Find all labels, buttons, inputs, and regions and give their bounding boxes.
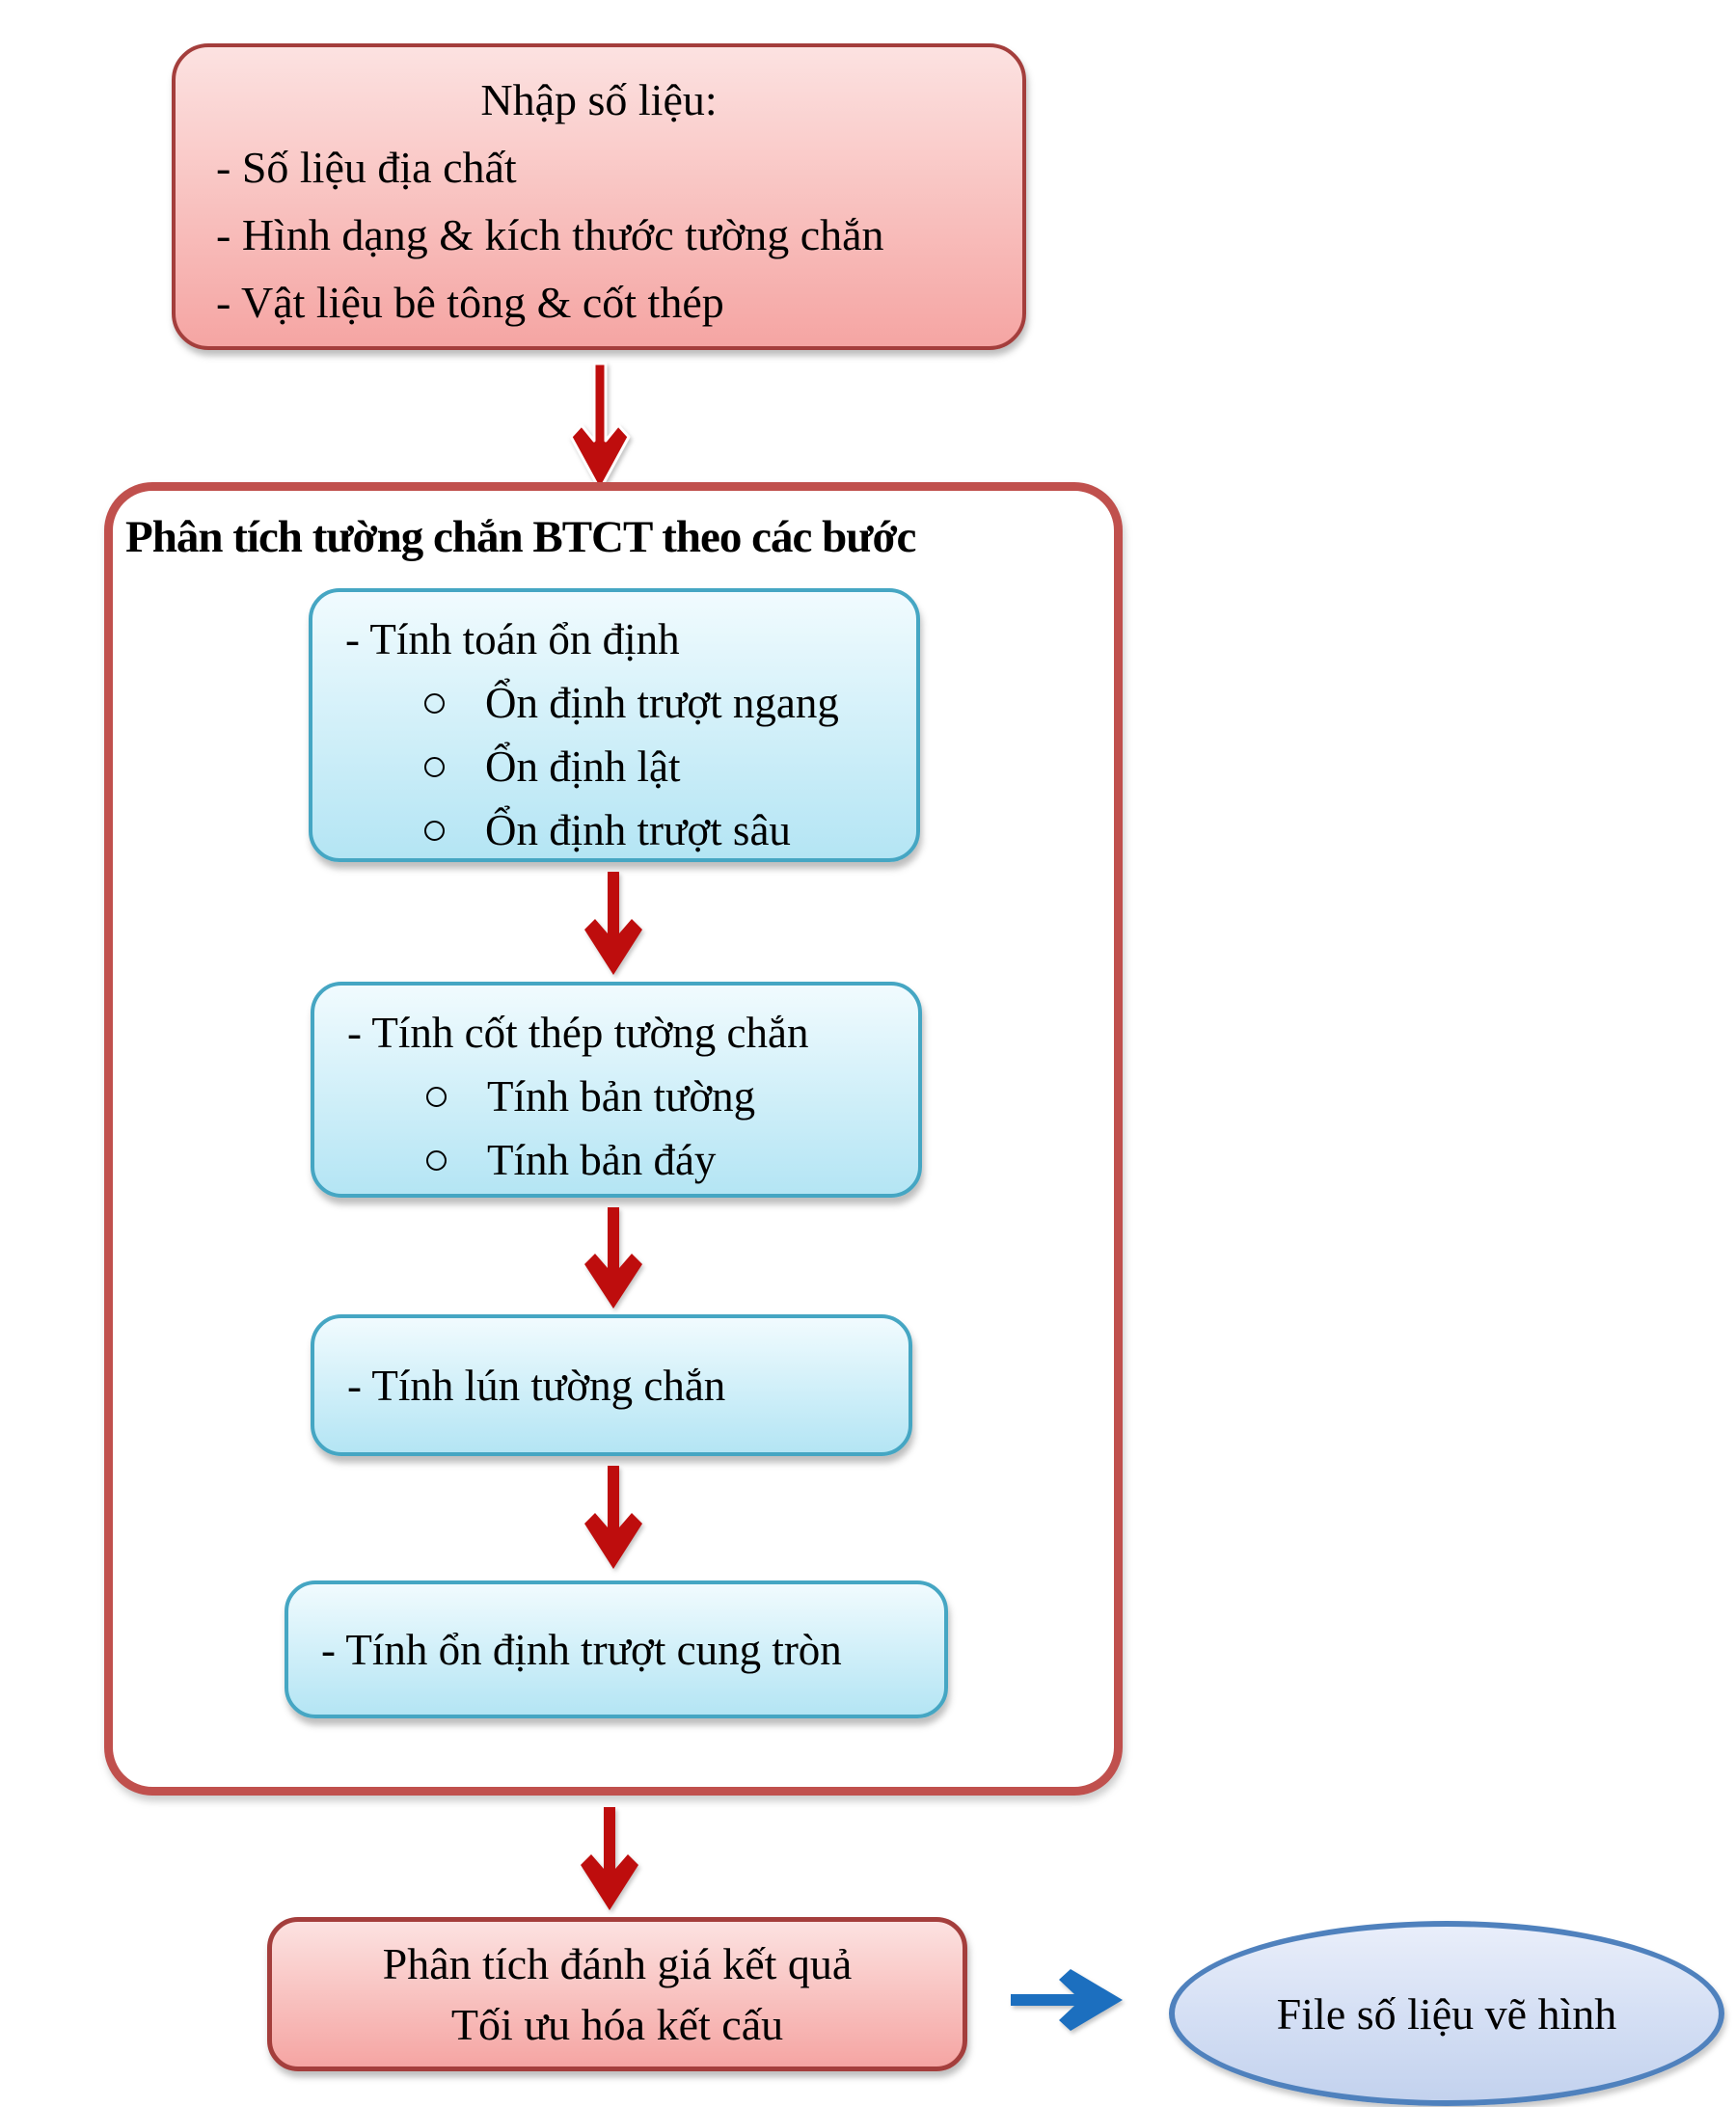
input-item-shape: - Hình dạng & kích thước tường chắn xyxy=(216,210,884,259)
step-label: - Tính lún tường chắn xyxy=(347,1361,726,1410)
sub-item-label: Ổn định trượt ngang xyxy=(485,679,839,727)
circle-bullet-icon xyxy=(424,692,445,714)
input-item-geology: - Số liệu địa chất xyxy=(216,143,517,192)
output-file-ellipse: File số liệu vẽ hình xyxy=(1169,1921,1724,2106)
input-data-box: Nhập số liệu: - Số liệu địa chất - Hình … xyxy=(172,43,1026,350)
circle-bullet-icon xyxy=(426,1149,447,1171)
right-arrow-icon xyxy=(1009,1965,1125,2035)
down-arrow-icon xyxy=(583,870,644,978)
down-arrow-icon xyxy=(569,362,631,493)
sub-item-label: Ổn định lật xyxy=(485,743,681,791)
sub-item-deep-sliding: Ổn định trượt sâu xyxy=(345,798,883,862)
circle-bullet-icon xyxy=(426,1086,447,1107)
sub-item-label: Ổn định trượt sâu xyxy=(485,806,791,854)
sub-item-base-slab: Tính bản đáy xyxy=(347,1128,885,1192)
circle-bullet-icon xyxy=(424,756,445,777)
step-label: - Tính toán ổn định xyxy=(345,615,680,663)
down-arrow-icon xyxy=(583,1464,644,1572)
step-circular-sliding-box: - Tính ổn định trượt cung tròn xyxy=(285,1580,948,1718)
sub-item-overturning: Ổn định lật xyxy=(345,735,883,798)
result-line-1: Phân tích đánh giá kết quả xyxy=(382,1939,853,1988)
input-item-material: - Vật liệu bê tông & cốt thép xyxy=(216,278,724,327)
step-label: - Tính ổn định trượt cung tròn xyxy=(321,1625,842,1674)
result-line-2: Tối ưu hóa kết cấu xyxy=(450,2000,784,2049)
circle-bullet-icon xyxy=(424,820,445,841)
sub-item-label: Tính bản tường xyxy=(487,1072,756,1121)
sub-item-sliding: Ổn định trượt ngang xyxy=(345,671,883,735)
input-box-title: Nhập số liệu: xyxy=(480,75,718,124)
step-reinforcement-box: - Tính cốt thép tường chắn Tính bản tườn… xyxy=(311,982,922,1198)
down-arrow-icon xyxy=(583,1205,644,1311)
step-settlement-box: - Tính lún tường chắn xyxy=(311,1314,912,1456)
sub-item-wall-slab: Tính bản tường xyxy=(347,1065,885,1128)
sub-item-label: Tính bản đáy xyxy=(487,1136,717,1184)
result-analysis-box: Phân tích đánh giá kết quả Tối ưu hóa kế… xyxy=(267,1917,967,2071)
step-label: - Tính cốt thép tường chắn xyxy=(347,1009,809,1057)
down-arrow-icon xyxy=(579,1805,640,1913)
process-title: Phân tích tường chắn BTCT theo các bước xyxy=(125,512,916,562)
output-ellipse-label: File số liệu vẽ hình xyxy=(1276,1988,1617,2039)
step-stability-box: - Tính toán ổn định Ổn định trượt ngang … xyxy=(309,588,920,862)
